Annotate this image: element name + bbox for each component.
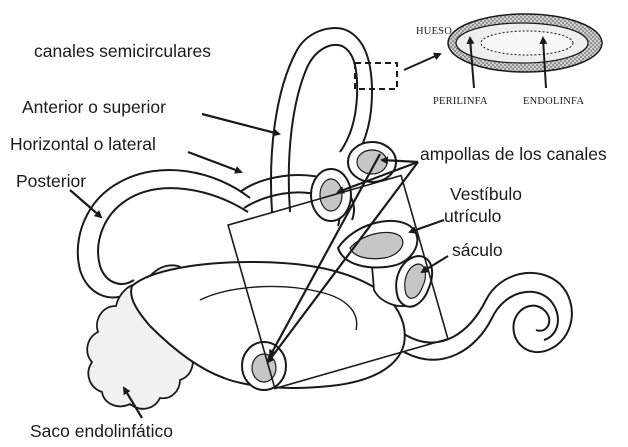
canal-cross-section-inset — [448, 14, 602, 88]
utricle — [338, 221, 417, 268]
label-saco-endolinfatico: Saco endolinfático — [30, 421, 173, 442]
inset-selection-box — [355, 63, 397, 89]
horizontal-arrow — [188, 152, 241, 172]
ampulla-anterior — [348, 142, 396, 182]
inset-pointer-arrow — [404, 54, 440, 70]
label-vestibulo: Vestíbulo — [450, 184, 522, 205]
label-anterior: Anterior o superior — [22, 97, 166, 118]
label-horizontal: Horizontal o lateral — [10, 134, 156, 155]
label-ampollas: ampollas de los canales — [420, 144, 607, 165]
endolymph-layer — [481, 31, 573, 55]
label-utriculo: utrículo — [444, 206, 501, 227]
label-saculo: sáculo — [452, 240, 503, 261]
label-canales-semicirculares: canales semicirculares — [34, 41, 211, 62]
label-perilinfa: PERILINFA — [433, 96, 488, 107]
label-hueso: HUESO — [416, 26, 452, 37]
label-endolinfa: ENDOLINFA — [523, 96, 584, 107]
label-posterior: Posterior — [16, 171, 86, 192]
anterior-arrow — [202, 114, 279, 134]
posterior-arrow — [70, 190, 101, 217]
